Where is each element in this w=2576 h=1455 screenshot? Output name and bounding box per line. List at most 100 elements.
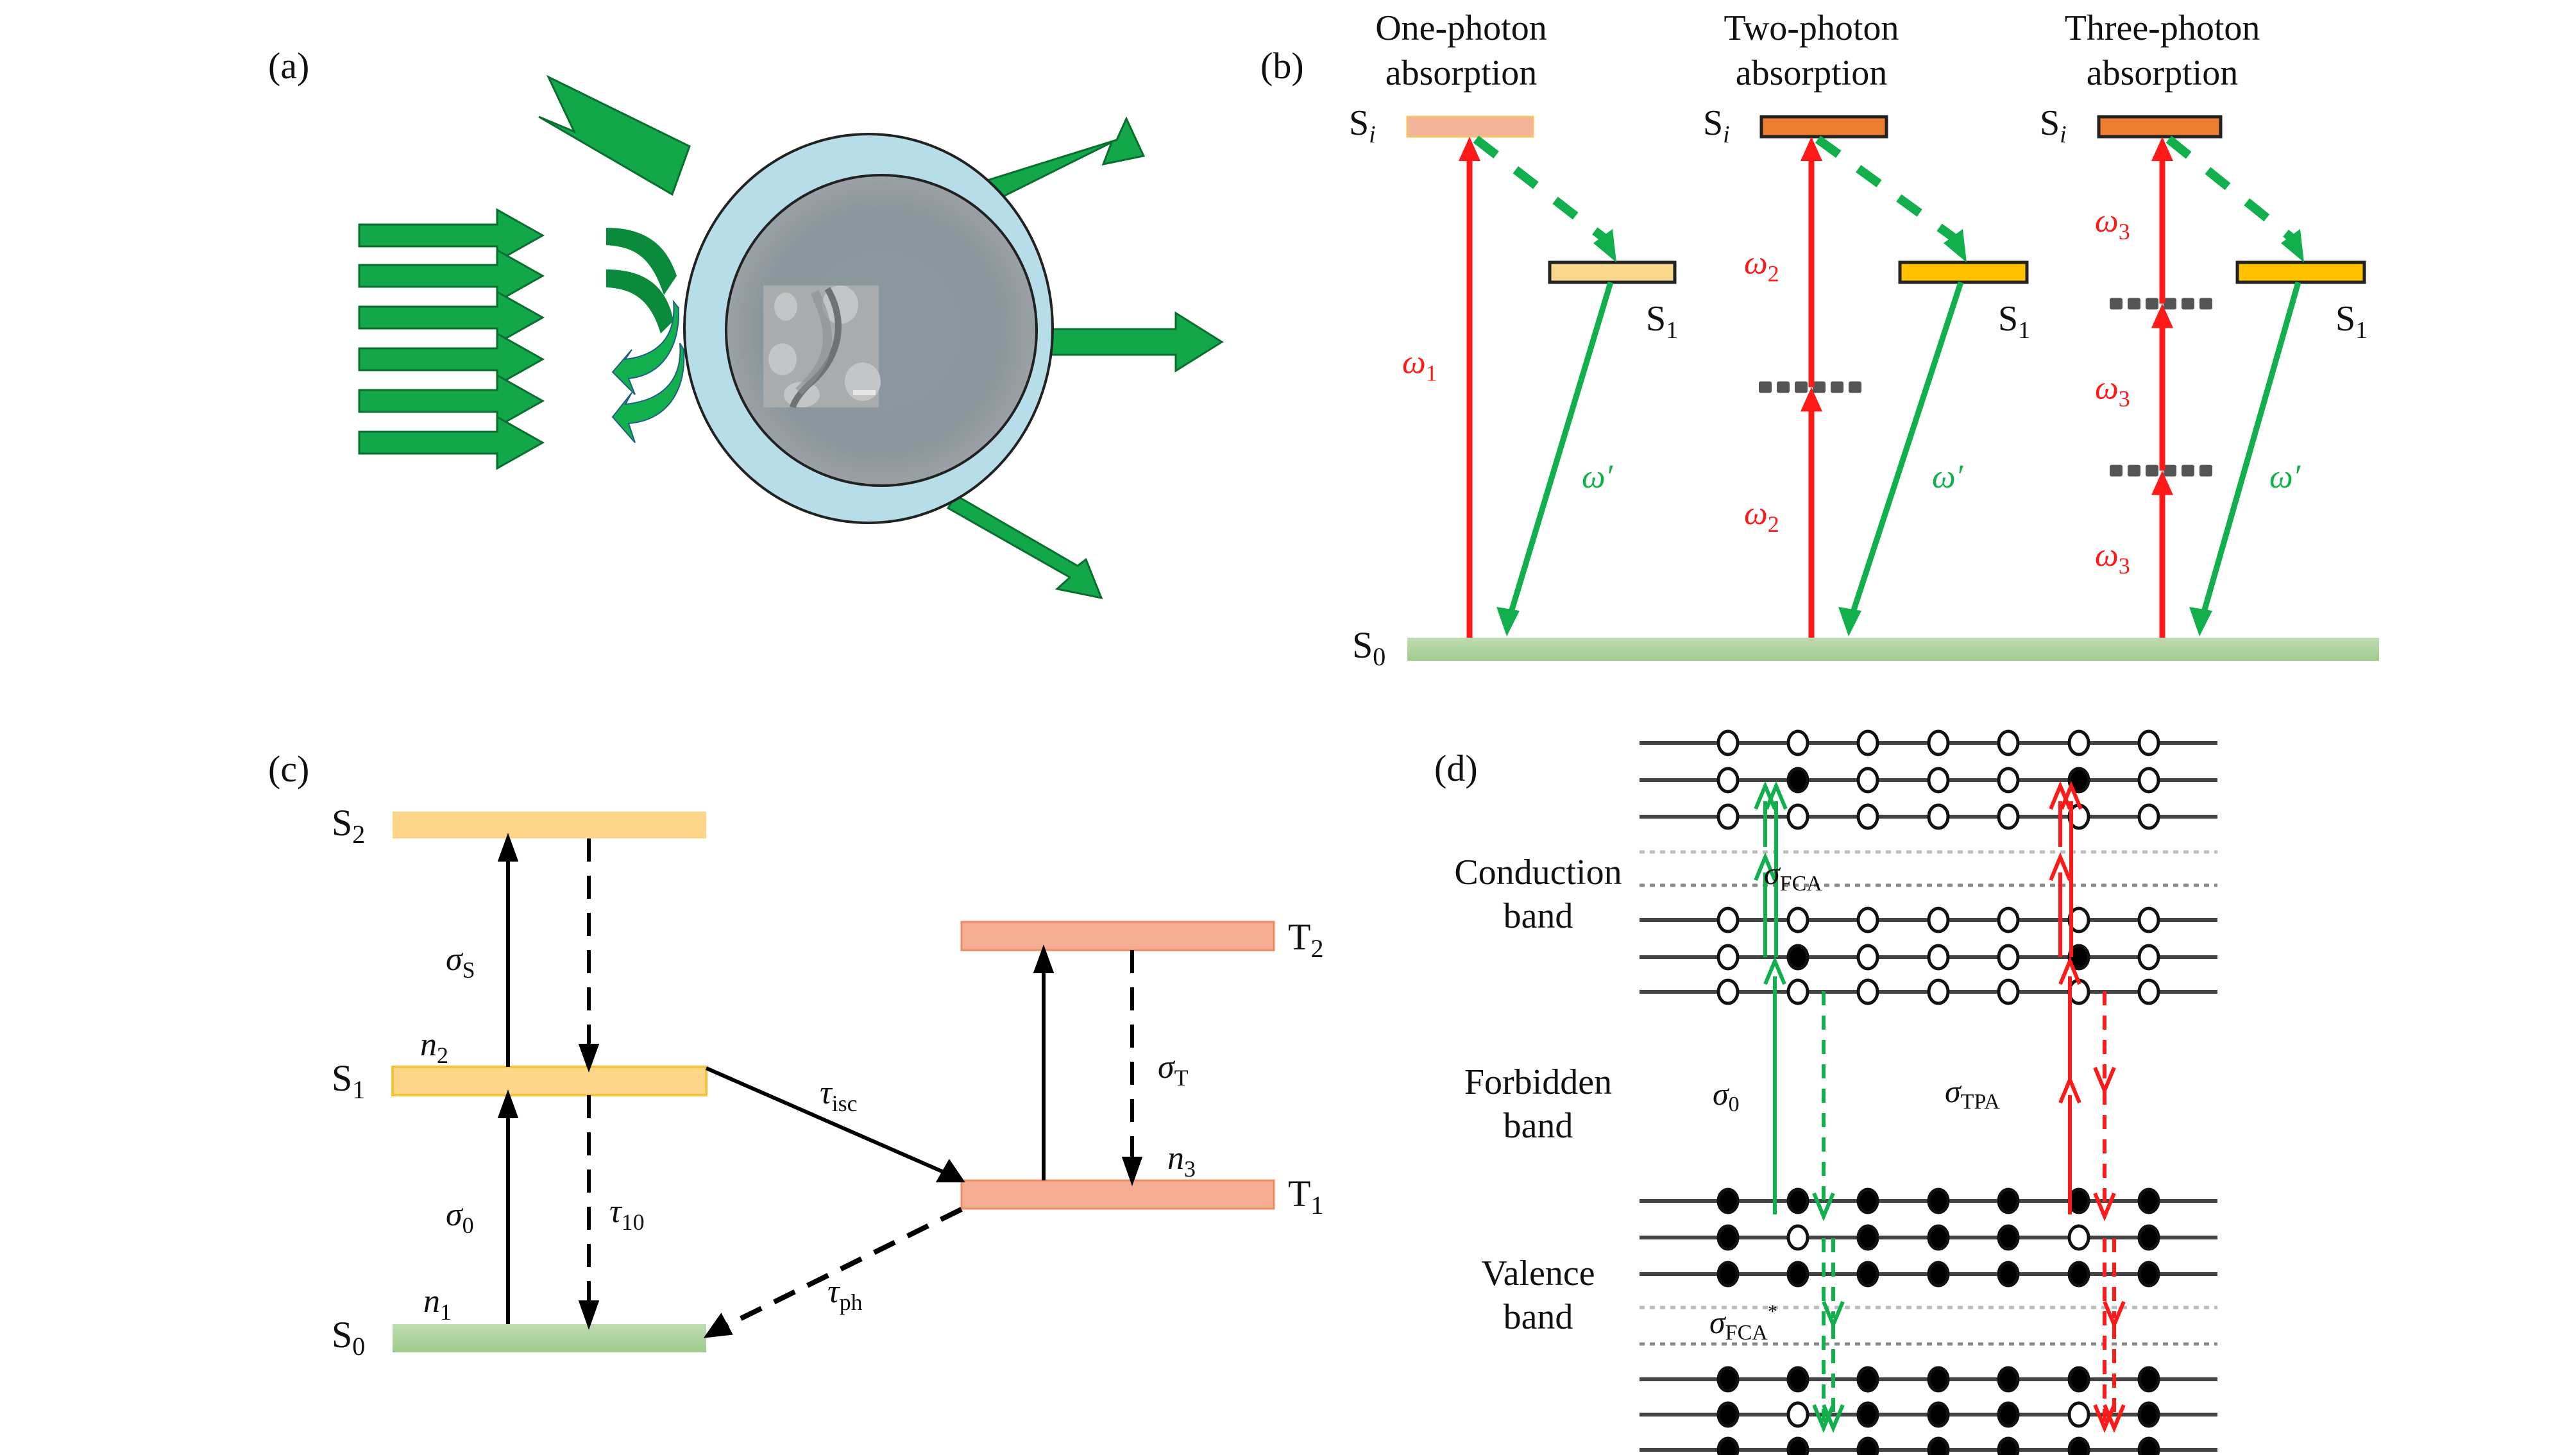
electron-filled [1997, 1261, 2020, 1288]
state-empty [1856, 944, 1879, 971]
emission-arrowhead [2189, 607, 2212, 636]
valence-fca-arrow-green-c-head [1822, 1404, 1845, 1433]
s1-level-bar [2235, 260, 2366, 284]
valence-fca-arrow-red-c-head [2103, 1404, 2126, 1433]
column-title-line1: Three-photon [2065, 8, 2260, 48]
curved-arrow-1 [606, 228, 677, 295]
level-t1-label: T1 [1288, 1173, 1323, 1220]
arrow-isc [705, 1066, 949, 1176]
state-empty [2137, 906, 2160, 933]
label-sigma-0-d: σ0 [1713, 1076, 1740, 1116]
level-t2-label: T2 [1288, 916, 1323, 963]
interband-arrow-green-head [1763, 956, 1786, 985]
valence-row-3 [1640, 1261, 2217, 1288]
panel-d-label: (d) [1434, 747, 1478, 789]
valence-row-5 [1640, 1401, 2217, 1428]
conduction-row-4 [1640, 906, 2217, 933]
electron-filled [1856, 1401, 1879, 1428]
emission-arrowhead [1838, 607, 1861, 636]
incident-arrow-4 [358, 332, 545, 387]
electron-filled [1997, 1366, 2020, 1393]
absorption-arrowhead [2151, 470, 2173, 495]
label-sigma-0: σ0 [446, 1196, 474, 1238]
electron-filled [2067, 1261, 2090, 1288]
curved-arrow-4 [611, 343, 685, 443]
state-empty [1716, 729, 1740, 756]
emission-label: ω′ [2269, 459, 2301, 495]
electron-filled [2137, 1224, 2160, 1251]
virtual-level-segment [1831, 381, 1843, 393]
s1-level-label: S1 [2335, 299, 2368, 344]
emission-arrow [1508, 281, 1614, 613]
fca-arrow-green-left-head [1754, 852, 1777, 881]
electron-filled [1716, 1436, 1740, 1455]
virtual-level-segment [2164, 464, 2176, 477]
emission-label: ω′ [1932, 459, 1964, 495]
electron-filled [1716, 1261, 1740, 1288]
state-empty [1927, 767, 1950, 794]
band-conduction-line1: Conduction [1454, 853, 1622, 892]
label-sigma-tpa: σTPA [1945, 1073, 2000, 1114]
incident-arrows [358, 208, 545, 470]
state-empty [1786, 1224, 1809, 1251]
level-s1-label: S1 [332, 1057, 365, 1104]
photon-label: ω2 [1744, 495, 1779, 537]
incident-arrow-6 [358, 415, 545, 470]
emission-arrowhead [1496, 607, 1520, 636]
column-title-line2: absorption [1385, 53, 1537, 93]
state-empty [1786, 978, 1809, 1005]
relaxation-arrowhead [1593, 229, 1616, 262]
electron-filled [1786, 767, 1809, 794]
label-tau-ph: τph [827, 1273, 863, 1315]
electron-filled [2137, 1187, 2160, 1214]
electron-filled [1927, 1366, 1950, 1393]
virtual-level-segment [2110, 464, 2123, 477]
virtual-level-segment [1777, 381, 1790, 393]
fca-arrow-green-right-head [1765, 781, 1788, 810]
state-empty [2137, 767, 2160, 794]
upper-level-label: Si [1703, 103, 1730, 148]
emission-arrow [1850, 281, 1964, 613]
emission-arrow [2201, 281, 2301, 613]
virtual-level-segment [2199, 298, 2212, 310]
panel-d: (d) Conduction band Forbidden band Valen… [1434, 729, 2217, 1455]
virtual-level-segment [2164, 298, 2176, 310]
virtual-level-segment [2146, 464, 2158, 477]
arrowhead-t1-down [1121, 1157, 1143, 1187]
photon-label: ω3 [2095, 537, 2130, 579]
label-sigma-fca: σFCA [1764, 855, 1822, 896]
state-empty [2137, 729, 2160, 756]
relaxation-arrow-dashed [1815, 135, 1961, 244]
electron-filled [1716, 1224, 1740, 1251]
electron-filled [2137, 1436, 2160, 1455]
level-s1-bar [391, 1066, 708, 1096]
level-s2-label: S2 [332, 802, 365, 849]
level-s0-label: S0 [332, 1314, 365, 1361]
s1-level-bar [1548, 260, 1677, 284]
state-empty [1997, 803, 2020, 830]
level-s0-bar [393, 1324, 706, 1352]
upper-level-bar [2097, 115, 2223, 139]
tem-image [763, 285, 881, 409]
recombination-arrow-red-lower-head [2093, 1192, 2116, 1221]
state-empty [1997, 978, 2020, 1005]
band-forbidden-line2: band [1504, 1106, 1573, 1146]
valence-row-1 [1640, 1187, 2217, 1214]
electron-filled [1856, 1187, 1879, 1214]
label-tau-isc: τisc [820, 1075, 858, 1116]
band-lattice [1640, 729, 2217, 1455]
electron-filled [1927, 1436, 1950, 1455]
state-empty [1716, 803, 1740, 830]
fca-arrow-red-right-head [2060, 781, 2083, 810]
arrowhead-s2 [497, 833, 519, 862]
arrowhead-isc [935, 1159, 965, 1182]
absorption-arrowhead [2151, 303, 2173, 328]
panel-a: (a) [268, 45, 1224, 600]
conduction-row-2 [1640, 767, 2217, 794]
scatter-arrow-up-right [972, 116, 1146, 209]
electron-filled [1786, 1187, 1809, 1214]
electron-filled [1716, 1401, 1740, 1428]
state-empty [1997, 767, 2020, 794]
electron-filled [1997, 1224, 2020, 1251]
